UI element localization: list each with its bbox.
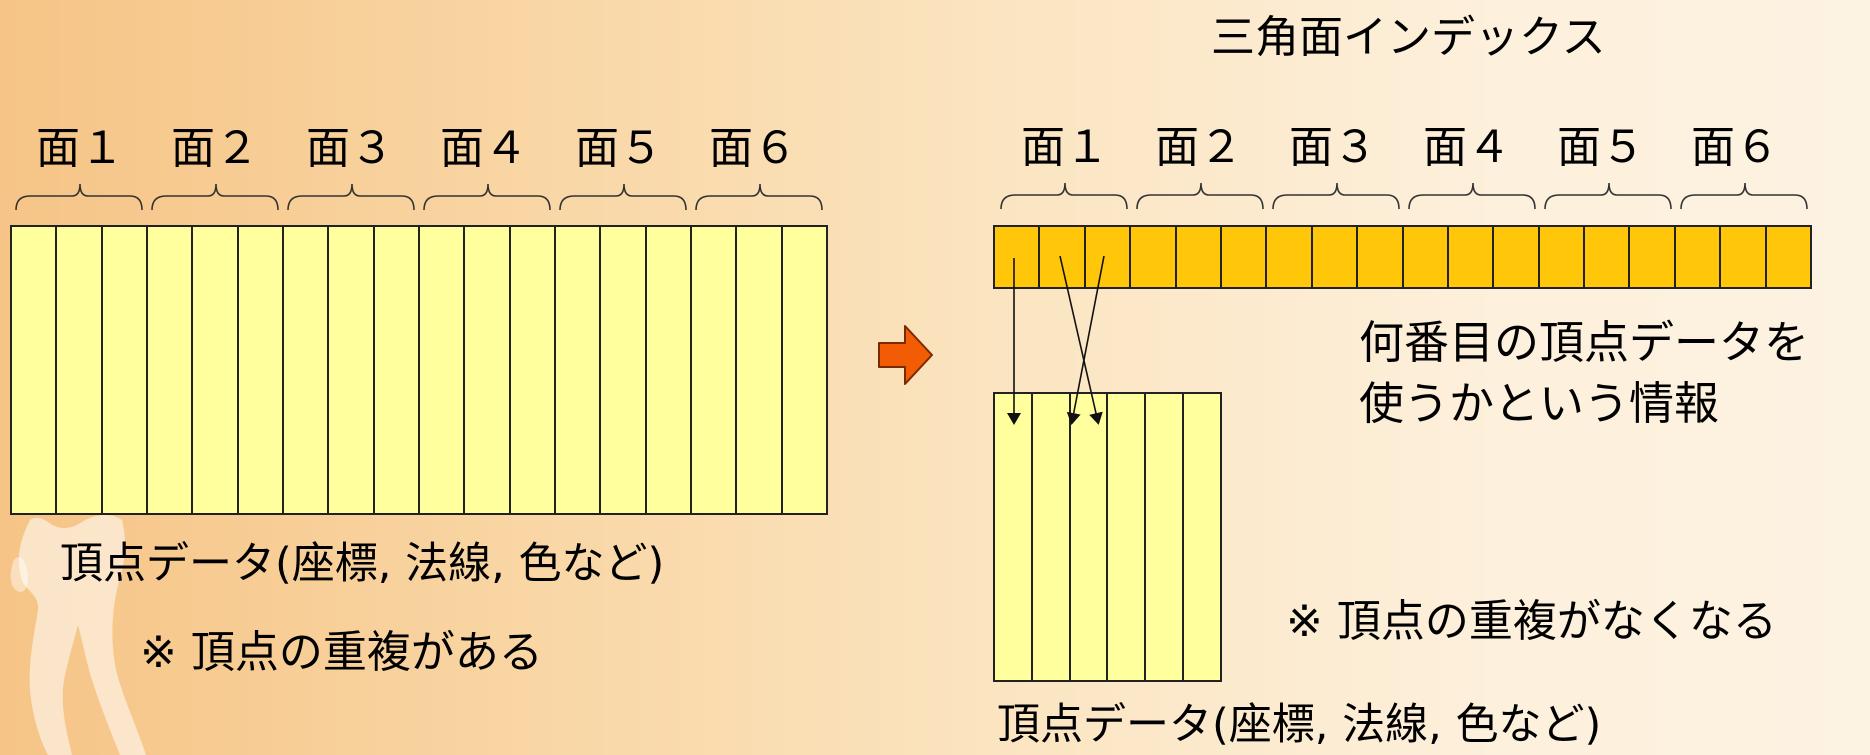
index-cell: [1630, 227, 1676, 287]
vertex-cell: [995, 394, 1033, 680]
right-face-label-4: 面４: [1423, 122, 1511, 173]
right-arrow-icon: [878, 325, 933, 385]
left-note: ※ 頂点の重複がある: [140, 627, 543, 678]
index-cell: [1085, 227, 1132, 287]
left-face-label-2: 面２: [171, 123, 259, 174]
right-face-braces: [1000, 182, 1808, 210]
left-face-label-4: 面４: [440, 123, 528, 174]
left-vertex-caption: 頂点データ(座標, 法線, 色など): [60, 539, 665, 589]
right-face-label-1: 面１: [1021, 122, 1109, 173]
vertex-cell: [193, 227, 239, 513]
figure-silhouette: [10, 514, 146, 755]
vertex-cell: [57, 227, 103, 513]
index-cell: [1131, 227, 1177, 287]
index-cell: [1040, 227, 1086, 287]
index-cell: [1675, 227, 1722, 287]
vertex-cell: [1032, 394, 1071, 680]
right-face-label-6: 面６: [1691, 122, 1779, 173]
vertex-cell: [601, 227, 647, 513]
right-note: ※ 頂点の重複がなくなる: [1286, 596, 1777, 647]
index-cell: [1221, 227, 1268, 287]
vertex-cell: [1146, 394, 1185, 680]
index-cell: [1539, 227, 1586, 287]
index-cell: [1766, 227, 1811, 287]
index-cell: [1176, 227, 1222, 287]
index-cell: [1312, 227, 1359, 287]
vertex-cell: [465, 227, 511, 513]
left-face-label-6: 面６: [709, 123, 797, 174]
right-face-label-3: 面３: [1289, 122, 1377, 173]
right-vertex-caption: 頂点データ(座標, 法線, 色など): [997, 700, 1602, 750]
vertex-cell: [691, 227, 738, 513]
right-vertex-array: [993, 392, 1222, 682]
left-face-braces: [15, 183, 823, 211]
left-face-label-5: 面５: [575, 123, 663, 174]
index-description-line2: 使うかという情報: [1359, 377, 1720, 430]
vertex-cell: [646, 227, 692, 513]
vertex-cell: [1070, 394, 1109, 680]
index-cell: [1448, 227, 1495, 287]
vertex-cell: [238, 227, 284, 513]
index-cell: [1721, 227, 1767, 287]
left-face-label-3: 面３: [306, 123, 394, 174]
left-face-label-1: 面１: [36, 123, 124, 174]
right-face-label-2: 面２: [1155, 122, 1243, 173]
index-cell: [995, 227, 1041, 287]
vertex-cell: [419, 227, 466, 513]
index-cell: [1267, 227, 1313, 287]
vertex-cell: [329, 227, 375, 513]
left-vertex-array: [10, 225, 828, 515]
vertex-cell: [374, 227, 420, 513]
vertex-cell: [1184, 394, 1220, 680]
vertex-cell: [555, 227, 602, 513]
index-cell: [1494, 227, 1540, 287]
vertex-cell: [283, 227, 330, 513]
vertex-cell: [510, 227, 556, 513]
vertex-cell: [782, 227, 826, 513]
triangle-index-array: [993, 225, 1812, 289]
vertex-cell: [147, 227, 194, 513]
vertex-cell: [102, 227, 148, 513]
index-title: 三角面インデックス: [1211, 12, 1606, 63]
vertex-cell: [12, 227, 58, 513]
index-description-line1: 何番目の頂点データを: [1359, 316, 1810, 369]
right-face-label-5: 面５: [1557, 122, 1645, 173]
index-cell: [1585, 227, 1631, 287]
vertex-cell: [1108, 394, 1147, 680]
index-cell: [1403, 227, 1449, 287]
index-cell: [1358, 227, 1404, 287]
vertex-cell: [737, 227, 783, 513]
